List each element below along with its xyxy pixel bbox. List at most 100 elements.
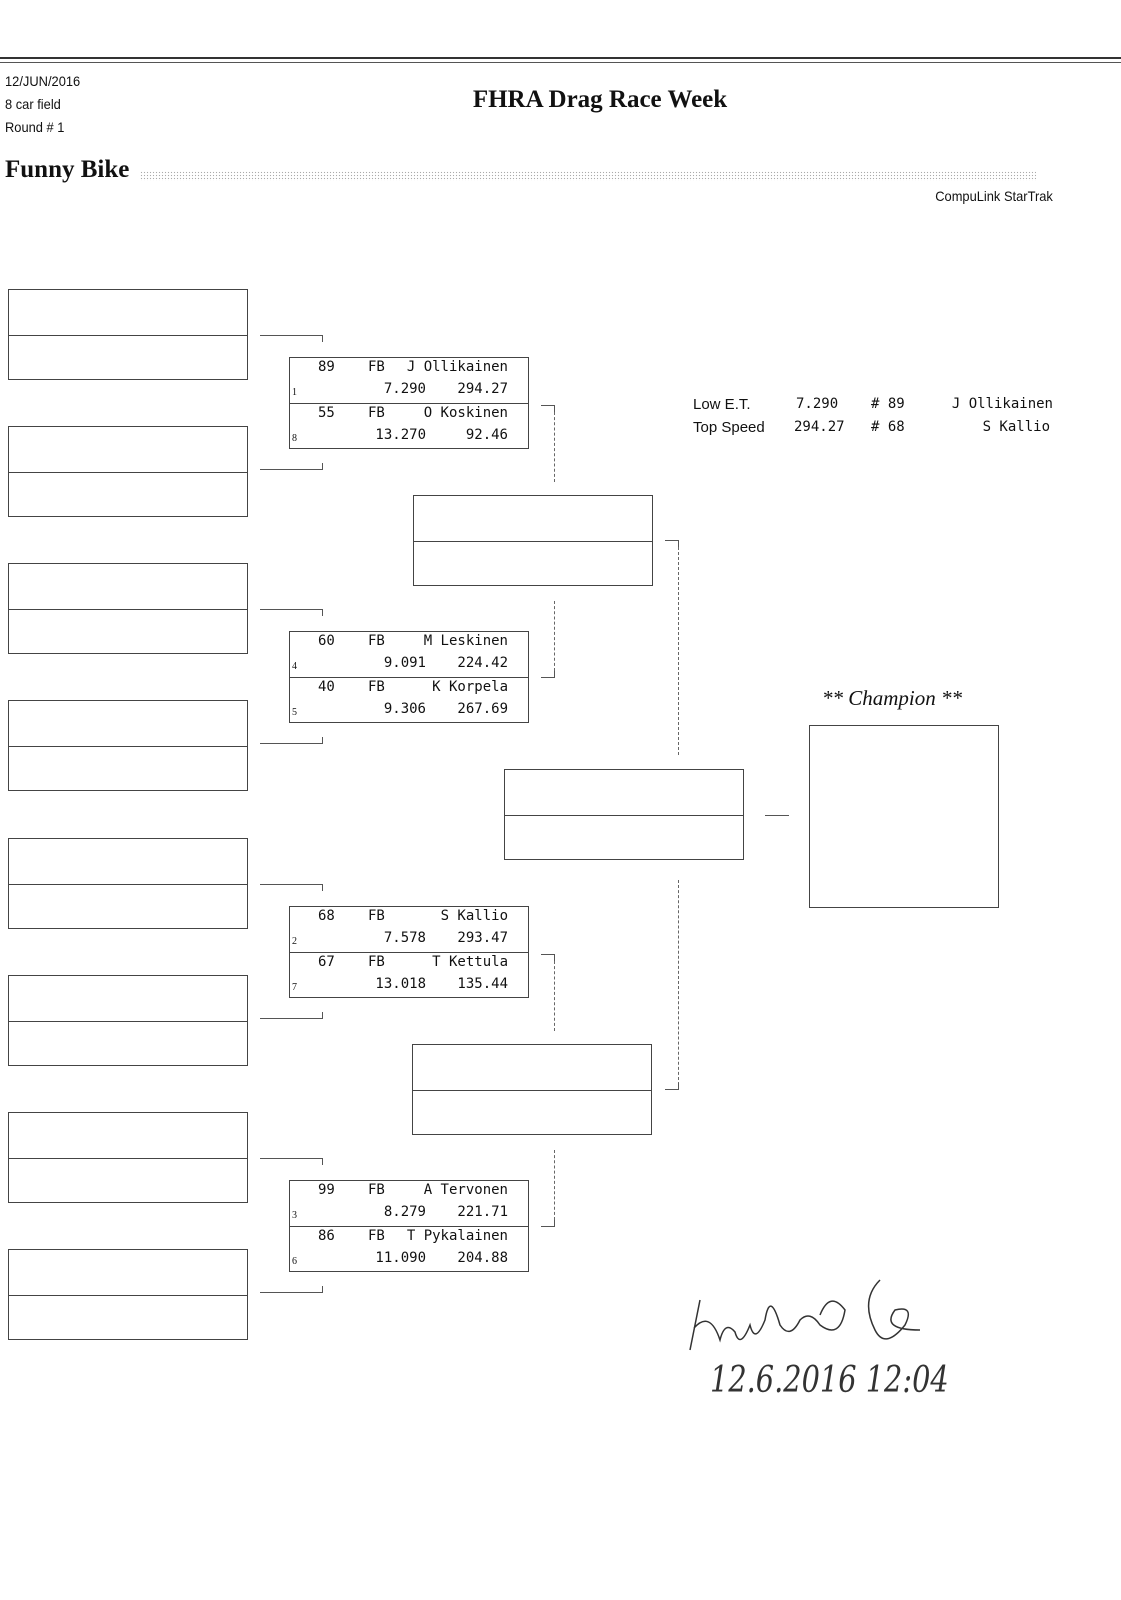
- connector-line: [260, 884, 323, 891]
- dashed-connector: [554, 601, 555, 671]
- empty-entry-box: [8, 700, 248, 791]
- racer-et: 7.290: [383, 381, 426, 397]
- top-speed-name: S Kallio: [982, 419, 1050, 435]
- racer-class: FB: [368, 1228, 385, 1244]
- final-connector: [765, 815, 789, 816]
- connector-tick: [541, 954, 555, 961]
- class-name: Funny Bike: [5, 156, 130, 183]
- header-rule: [0, 57, 1121, 59]
- low-et-name: J Ollikainen: [951, 396, 1053, 412]
- matchup-bottom-row: 86 FB T Pykalainen 11.090 204.88 6: [290, 1226, 528, 1272]
- connector-tick: [541, 405, 555, 412]
- page-title: FHRA Drag Race Week: [472, 86, 728, 113]
- racer-name: O Koskinen: [423, 405, 508, 421]
- racer-class: FB: [368, 908, 385, 924]
- dashed-connector: [554, 961, 555, 1031]
- matchup-bottom-row: 55 FB O Koskinen 13.270 92.46 8: [290, 403, 528, 449]
- racer-name: T Kettula: [432, 954, 508, 970]
- connector-line: [260, 335, 323, 342]
- seed-number: 2: [292, 936, 297, 947]
- header-rule-thin: [0, 62, 1121, 63]
- racer-et: 13.018: [375, 976, 426, 992]
- racer-number: 68: [318, 908, 335, 924]
- dashed-connector: [678, 880, 679, 1085]
- top-speed-value: 294.27: [794, 419, 845, 435]
- racer-et: 8.279: [383, 1204, 426, 1220]
- final-box: [504, 769, 744, 860]
- seed-number: 3: [292, 1210, 297, 1221]
- empty-entry-box: [8, 838, 248, 929]
- racer-speed: 92.46: [465, 427, 508, 443]
- low-et-value: 7.290: [796, 396, 839, 412]
- matchup-top-row: 60 FB M Leskinen 9.091 224.42 4: [290, 632, 528, 677]
- racer-speed: 204.88: [457, 1250, 508, 1266]
- top-speed-row: Top Speed 294.27 # 68 S Kallio: [693, 416, 1053, 439]
- racer-class: FB: [368, 405, 385, 421]
- event-meta: 12/JUN/2016 8 car field Round # 1: [5, 70, 80, 139]
- connector-line: [260, 1286, 323, 1293]
- connector-line: [260, 463, 323, 470]
- low-et-number: # 89: [871, 396, 905, 412]
- racer-speed: 267.69: [457, 701, 508, 717]
- racer-class: FB: [368, 359, 385, 375]
- empty-entry-box: [8, 563, 248, 654]
- connector-line: [260, 737, 323, 744]
- racer-class: FB: [368, 679, 385, 695]
- racer-number: 89: [318, 359, 335, 375]
- seed-number: 6: [292, 1256, 297, 1267]
- connector-tick: [665, 1083, 679, 1090]
- signature-date: 12.6.2016 12:04: [710, 1360, 949, 1401]
- empty-entry-box: [8, 289, 248, 380]
- field-size: 8 car field: [5, 96, 61, 112]
- racer-number: 60: [318, 633, 335, 649]
- empty-entry-box: [8, 1249, 248, 1340]
- racer-class: FB: [368, 954, 385, 970]
- dashed-connector: [554, 1150, 555, 1220]
- seed-number: 8: [292, 433, 297, 444]
- matchup-bottom-row: 67 FB T Kettula 13.018 135.44 7: [290, 952, 528, 998]
- racer-number: 86: [318, 1228, 335, 1244]
- racer-et: 9.091: [383, 655, 426, 671]
- dashed-connector: [678, 547, 679, 755]
- stats-panel: Low E.T. 7.290 # 89 J Ollikainen Top Spe…: [693, 393, 1053, 439]
- racer-name: T Pykalainen: [406, 1228, 508, 1244]
- racer-number: 67: [318, 954, 335, 970]
- racer-et: 11.090: [375, 1250, 426, 1266]
- connector-line: [260, 1158, 323, 1165]
- seed-number: 4: [292, 661, 297, 672]
- racer-speed: 135.44: [457, 976, 508, 992]
- racer-name: A Tervonen: [423, 1182, 508, 1198]
- racer-et: 13.270: [375, 427, 426, 443]
- racer-class: FB: [368, 1182, 385, 1198]
- semifinal-box: [412, 1044, 652, 1135]
- seed-number: 7: [292, 982, 297, 993]
- dotted-leader: [140, 171, 1036, 181]
- connector-tick: [665, 540, 679, 547]
- brand-label: CompuLink StarTrak: [935, 188, 1053, 204]
- racer-name: J Ollikainen: [406, 359, 508, 375]
- champion-label: ** Champion **: [821, 686, 962, 710]
- semifinal-box: [413, 495, 653, 586]
- connector-line: [260, 1012, 323, 1019]
- racer-name: S Kallio: [440, 908, 508, 924]
- racer-speed: 221.71: [457, 1204, 508, 1220]
- signature-scribble: [689, 1279, 921, 1351]
- connector-tick: [541, 671, 555, 678]
- racer-name: M Leskinen: [423, 633, 508, 649]
- racer-et: 9.306: [383, 701, 426, 717]
- connector-tick: [541, 1220, 555, 1227]
- racer-class: FB: [368, 633, 385, 649]
- champion-box: [809, 725, 999, 908]
- empty-entry-box: [8, 426, 248, 517]
- racer-number: 55: [318, 405, 335, 421]
- racer-number: 40: [318, 679, 335, 695]
- racer-speed: 224.42: [457, 655, 508, 671]
- signature: 12.6.2016 12:04: [680, 1270, 1010, 1435]
- top-speed-number: # 68: [871, 419, 905, 435]
